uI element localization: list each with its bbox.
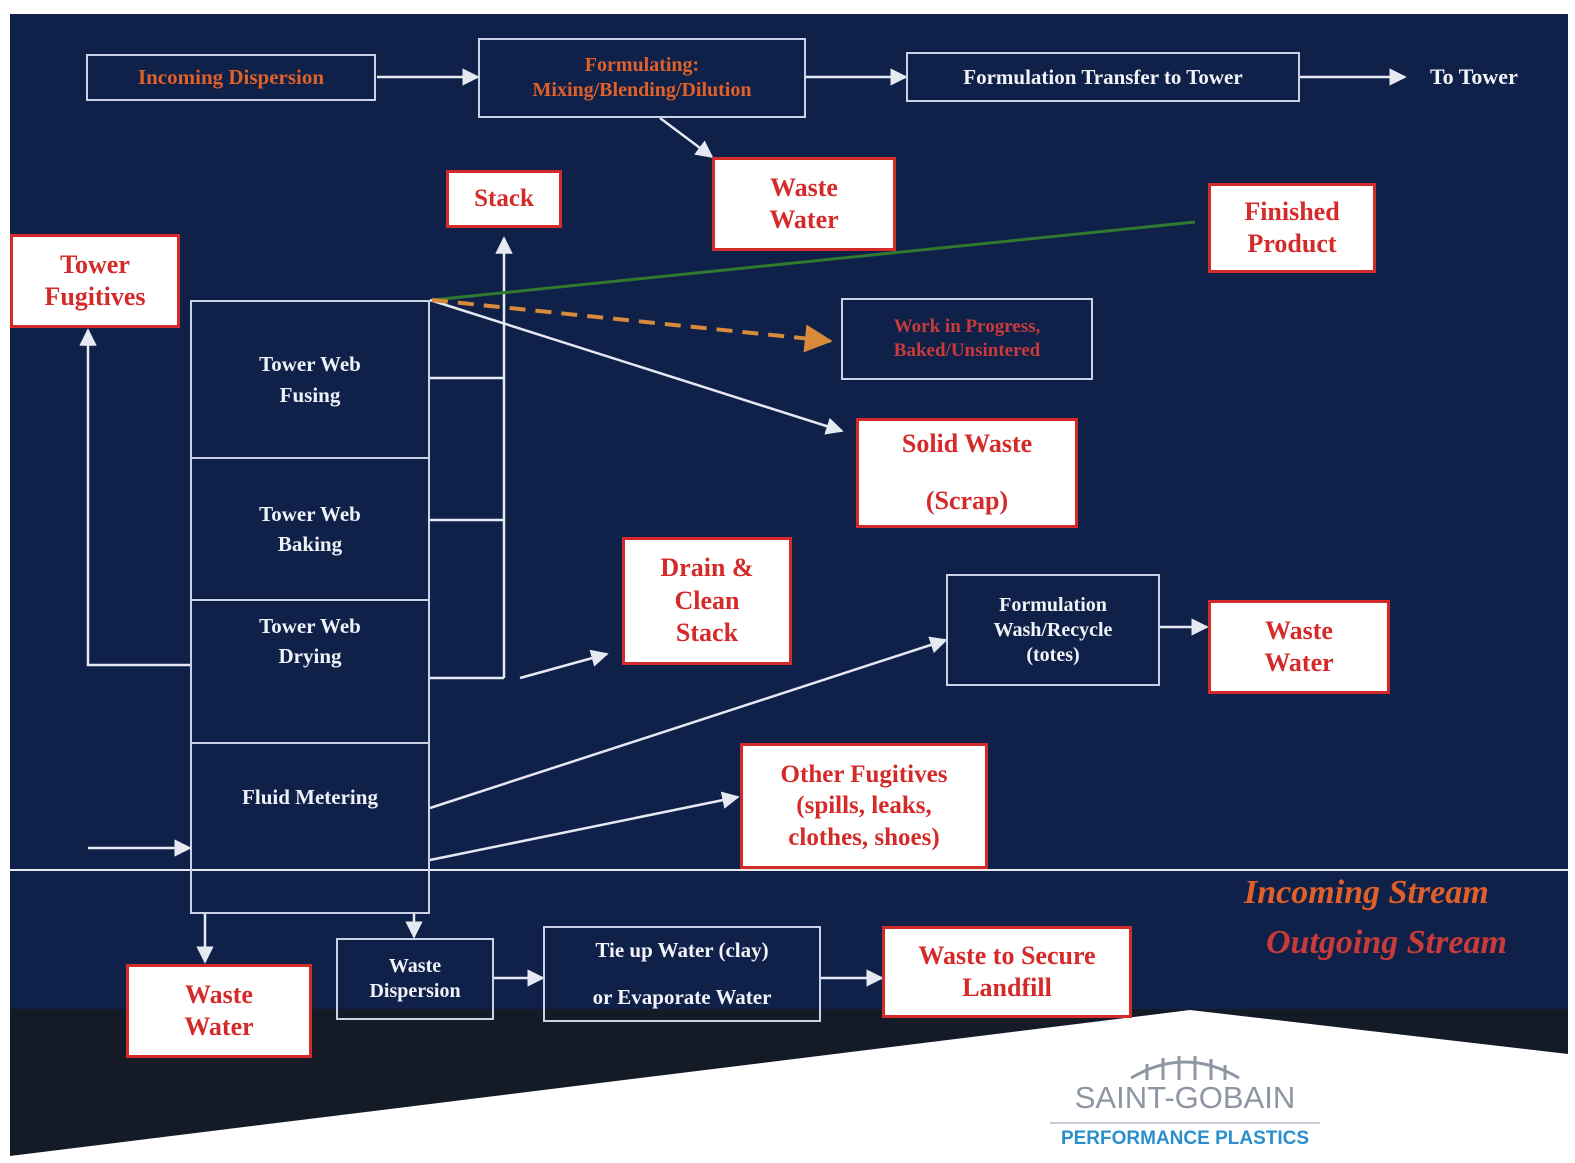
waste-water-right-label: Waste Water — [1264, 615, 1334, 678]
incoming-dispersion-box: Incoming Dispersion — [86, 54, 376, 101]
formulating-box: Formulating: Mixing/Blending/Dilution — [478, 38, 806, 118]
finished-product-box: Finished Product — [1208, 183, 1376, 273]
saint-gobain-logo: SAINT-GOBAIN PERFORMANCE PLASTICS — [1040, 1050, 1330, 1158]
incoming-dispersion-label: Incoming Dispersion — [137, 65, 325, 90]
logo-subtitle: PERFORMANCE PLASTICS — [1060, 1128, 1310, 1149]
fluid-metering-label: Fluid Metering — [242, 785, 378, 809]
white-wedge — [10, 1010, 1568, 1156]
fluid-metering-cell: Fluid Metering — [192, 744, 428, 912]
dark-band — [10, 1009, 1568, 1156]
tower-baking-cell: Tower Web Baking — [192, 459, 428, 601]
solid-waste-box: Solid Waste (Scrap) — [856, 418, 1078, 528]
legend-outgoing-stream: Outgoing Stream — [1266, 924, 1507, 961]
formulation-transfer-label: Formulation Transfer to Tower — [963, 64, 1243, 89]
tower-drying-cell: Tower Web Drying — [192, 601, 428, 744]
other-fugitives-box: Other Fugitives (spills, leaks, clothes,… — [740, 743, 988, 869]
formulation-transfer-box: Formulation Transfer to Tower — [906, 52, 1300, 102]
tie-up-water-box: Tie up Water (clay) or Evaporate Water — [543, 926, 821, 1022]
tower-drying-label: Tower Web Drying — [259, 614, 361, 669]
secure-landfill-box: Waste to Secure Landfill — [882, 926, 1132, 1018]
stack-box: Stack — [446, 170, 562, 228]
drain-clean-stack-box: Drain & Clean Stack — [622, 537, 792, 665]
waste-water-top-box: Waste Water — [712, 157, 896, 251]
tower-fusing-cell: Tower Web Fusing — [192, 302, 428, 459]
formulating-label: Formulating: Mixing/Blending/Dilution — [532, 54, 752, 101]
to-tower-label: To Tower — [1430, 64, 1518, 89]
tower-fusing-label: Tower Web Fusing — [259, 352, 361, 407]
formulation-wash-label: Formulation Wash/Recycle (totes) — [993, 593, 1113, 666]
work-in-progress-label: Work in Progress, Baked/Unsintered — [893, 316, 1041, 361]
waste-water-top-label: Waste Water — [769, 172, 839, 235]
waste-dispersion-box: Waste Dispersion — [336, 938, 494, 1020]
tower-fugitives-box: Tower Fugitives — [10, 234, 180, 328]
solid-waste-label: Solid Waste (Scrap) — [901, 429, 1033, 516]
formulation-wash-box: Formulation Wash/Recycle (totes) — [946, 574, 1160, 686]
waste-water-bottom-label: Waste Water — [184, 979, 254, 1042]
waste-water-bottom-box: Waste Water — [126, 964, 312, 1058]
drain-clean-stack-label: Drain & Clean Stack — [660, 553, 754, 648]
logo-name: SAINT-GOBAIN — [1074, 1080, 1296, 1115]
logo-rule — [1050, 1122, 1320, 1124]
finished-product-label: Finished Product — [1244, 196, 1340, 259]
waste-water-right-box: Waste Water — [1208, 600, 1390, 694]
tie-up-water-label: Tie up Water (clay) or Evaporate Water — [592, 938, 772, 1009]
other-fugitives-label: Other Fugitives (spills, leaks, clothes,… — [780, 761, 948, 851]
tower-fugitives-label: Tower Fugitives — [44, 249, 146, 312]
stack-label: Stack — [474, 185, 534, 213]
logo-arch-icon — [1130, 1056, 1240, 1080]
work-in-progress-box: Work in Progress, Baked/Unsintered — [841, 298, 1093, 380]
tower-baking-label: Tower Web Baking — [259, 501, 361, 556]
legend-incoming-stream: Incoming Stream — [1244, 874, 1489, 911]
slide-bottom-band — [10, 1009, 1568, 1156]
waste-dispersion-label: Waste Dispersion — [369, 955, 461, 1002]
secure-landfill-label: Waste to Secure Landfill — [918, 940, 1096, 1003]
tower-column: Tower Web Fusing Tower Web Baking Tower … — [190, 300, 430, 914]
